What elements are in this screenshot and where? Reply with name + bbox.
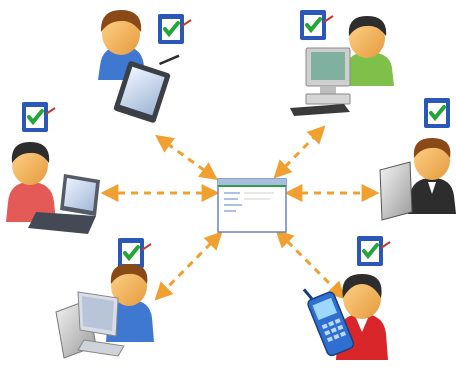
tablet-pen-icon [113, 54, 180, 123]
user-tablet-node [98, 10, 180, 123]
clipboard-check-icon [22, 102, 56, 132]
user-panel-node [379, 138, 456, 221]
person-icon [344, 16, 394, 86]
server-computer-icon [55, 291, 125, 359]
mobile-phone-icon [302, 288, 355, 357]
person-icon [106, 264, 154, 342]
clipboard-check-icon [158, 14, 192, 44]
clipboard-check-icon [300, 10, 334, 40]
clipboard-check-icon [424, 98, 450, 128]
clipboard-check-icon [118, 238, 152, 268]
user-phone-node [302, 274, 388, 360]
user-desktop-node [290, 16, 394, 116]
person-icon [6, 142, 56, 222]
person-icon [408, 138, 456, 214]
connector-tablet [155, 134, 218, 181]
clipboard-check-icon [357, 236, 391, 266]
user-server-node [55, 264, 154, 359]
person-icon [336, 274, 388, 360]
user-laptop-node [6, 142, 100, 234]
connector-server [154, 231, 223, 301]
hub-document-window [217, 178, 287, 233]
laptop-icon [28, 174, 100, 234]
panel-screen-icon [379, 161, 413, 221]
connectors [100, 125, 380, 301]
connector-phone [275, 229, 346, 300]
connector-desktop [273, 125, 326, 179]
desktop-computer-icon [290, 47, 351, 116]
person-icon [98, 10, 146, 80]
